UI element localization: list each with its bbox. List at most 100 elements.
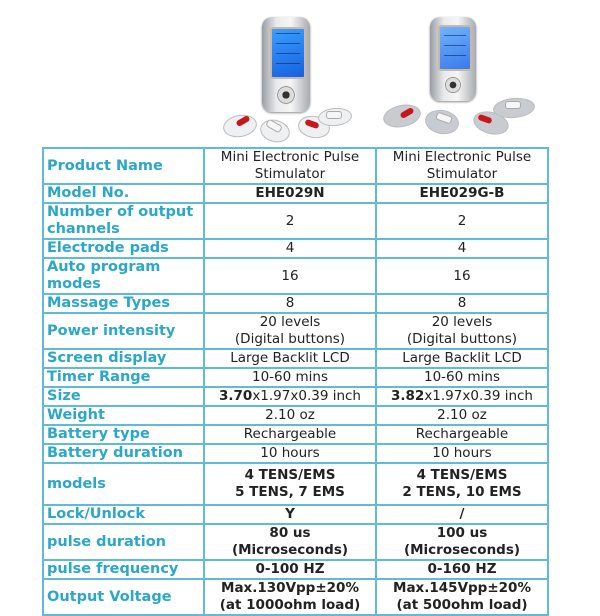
row-label: Model No. bbox=[42, 183, 205, 204]
cell-line: (Digital buttons) bbox=[234, 331, 346, 347]
cell-ehe029n: EHE029N bbox=[203, 183, 377, 204]
table-row: Electrode pads 4 4 bbox=[42, 238, 549, 259]
row-label: Lock/Unlock bbox=[42, 504, 205, 525]
cell-ehe029n: Y bbox=[203, 504, 377, 525]
cell-line: 0-100 HZ bbox=[255, 561, 325, 577]
cell-ehe029n: 10-60 mins bbox=[203, 367, 377, 388]
cell-ehe029g-b: 2 bbox=[375, 202, 549, 240]
cell-line: / bbox=[459, 506, 465, 522]
table-row: Massage Types 8 8 bbox=[42, 293, 549, 314]
row-label: Screen display bbox=[42, 348, 205, 369]
cell-line: Max.145Vpp±20% bbox=[393, 580, 531, 596]
cell-ehe029g-b: Rechargeable bbox=[375, 424, 549, 445]
cell-line: 2 TENS, 10 EMS bbox=[402, 484, 522, 500]
table-row: Battery type Rechargeable Rechargeable bbox=[42, 424, 549, 445]
row-label: Timer Range bbox=[42, 367, 205, 388]
cell-line: Rechargeable bbox=[415, 426, 509, 442]
row-label: Output Voltage bbox=[42, 578, 205, 616]
size-rest: x1.97x0.39 inch bbox=[252, 388, 361, 404]
cell-line: 4 bbox=[285, 240, 295, 256]
cell-line: 2.10 oz bbox=[437, 407, 487, 423]
cell-ehe029g-b: EHE029G-B bbox=[375, 183, 549, 204]
cell-ehe029g-b: / bbox=[375, 504, 549, 525]
cell-line: Large Backlit LCD bbox=[402, 350, 522, 366]
cell-line: Y bbox=[285, 506, 295, 522]
cell-line: 2 bbox=[285, 212, 295, 229]
row-label: Weight bbox=[42, 405, 205, 426]
cell-line: 100 us bbox=[436, 525, 488, 541]
table-row: Lock/Unlock Y / bbox=[42, 504, 549, 525]
cell-ehe029g-b: 10-60 mins bbox=[375, 367, 549, 388]
row-label: Product Name bbox=[42, 147, 205, 185]
table-row: Battery duration 10 hours 10 hours bbox=[42, 443, 549, 464]
cell-line: (Microseconds) bbox=[403, 542, 521, 558]
row-label: pulse frequency bbox=[42, 559, 205, 580]
size-length: 3.82 bbox=[391, 388, 425, 404]
row-label: Massage Types bbox=[42, 293, 205, 314]
cell-ehe029n: 3.70x1.97x0.39 inch bbox=[203, 386, 377, 407]
cell-ehe029g-b: 10 hours bbox=[375, 443, 549, 464]
cell-ehe029n: 4 bbox=[203, 238, 377, 259]
cell-ehe029g-b: Max.145Vpp±20%(at 500ohm load) bbox=[375, 578, 549, 616]
row-label: Battery duration bbox=[42, 443, 205, 464]
cell-line: Mini Electronic Pulse bbox=[392, 149, 532, 165]
row-label: Battery type bbox=[42, 424, 205, 445]
cell-line: 5 TENS, 7 EMS bbox=[235, 484, 345, 500]
cell-ehe029n: 8 bbox=[203, 293, 377, 314]
cell-ehe029g-b: 2.10 oz bbox=[375, 405, 549, 426]
cell-line: 4 bbox=[457, 240, 467, 256]
table-row: Model No. EHE029N EHE029G-B bbox=[42, 183, 549, 204]
cell-line: Large Backlit LCD bbox=[230, 350, 350, 366]
table-row: Auto program modes 16 16 bbox=[42, 257, 549, 295]
cell-line: (Digital buttons) bbox=[406, 331, 518, 347]
cell-ehe029g-b: 8 bbox=[375, 293, 549, 314]
cell-line: 80 us bbox=[269, 525, 311, 541]
cell-line: 16 bbox=[453, 267, 471, 284]
cell-ehe029n: 2 bbox=[203, 202, 377, 240]
cell-line: 20 levels bbox=[259, 314, 321, 330]
cell-line: 8 bbox=[285, 295, 295, 311]
cell-line: Stimulator bbox=[426, 166, 498, 182]
cell-ehe029n: 80 us(Microseconds) bbox=[203, 523, 377, 561]
cell-line: 0-160 HZ bbox=[427, 561, 497, 577]
cell-ehe029n: 16 bbox=[203, 257, 377, 295]
cell-ehe029g-b: 100 us(Microseconds) bbox=[375, 523, 549, 561]
cell-ehe029n: 0-100 HZ bbox=[203, 559, 377, 580]
cell-line: 4 TENS/EMS bbox=[244, 467, 336, 483]
row-label: Electrode pads bbox=[42, 238, 205, 259]
table-row: Screen display Large Backlit LCD Large Bac… bbox=[42, 348, 549, 369]
row-label: Number of output channels bbox=[42, 202, 205, 240]
row-label: pulse duration bbox=[42, 523, 205, 561]
cell-line: 16 bbox=[281, 267, 299, 284]
cell-line: 10 hours bbox=[432, 445, 492, 461]
cell-ehe029g-b: Large Backlit LCD bbox=[375, 348, 549, 369]
cell-ehe029g-b: 16 bbox=[375, 257, 549, 295]
cell-line: 2 bbox=[457, 212, 467, 229]
cell-ehe029n: 10 hours bbox=[203, 443, 377, 464]
cell-line: EHE029N bbox=[255, 185, 325, 201]
size-length: 3.70 bbox=[219, 388, 253, 404]
cell-ehe029g-b: 0-160 HZ bbox=[375, 559, 549, 580]
cell-ehe029n: Rechargeable bbox=[203, 424, 377, 445]
cell-ehe029g-b: 4 bbox=[375, 238, 549, 259]
row-label: Auto program modes bbox=[42, 257, 205, 295]
table-row: Timer Range 10-60 mins 10-60 mins bbox=[42, 367, 549, 388]
cell-line: 10-60 mins bbox=[251, 369, 328, 385]
cell-line: Mini Electronic Pulse bbox=[220, 149, 360, 165]
cell-line: 2.10 oz bbox=[265, 407, 315, 423]
cell-line: 10 hours bbox=[260, 445, 320, 461]
table-row: pulse frequency 0-100 HZ 0-160 HZ bbox=[42, 559, 549, 580]
cell-line: Rechargeable bbox=[243, 426, 337, 442]
row-label: Power intensity bbox=[42, 312, 205, 350]
cell-line: 10-60 mins bbox=[423, 369, 500, 385]
